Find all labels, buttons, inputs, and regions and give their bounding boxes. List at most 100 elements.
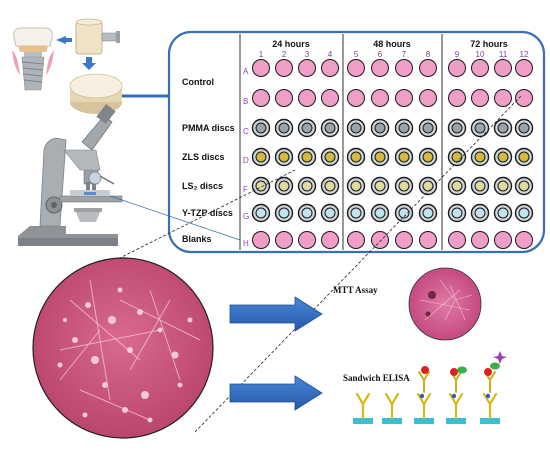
well [321, 59, 339, 77]
well [471, 59, 489, 77]
well [515, 89, 533, 107]
column-number: 5 [354, 50, 359, 59]
well [515, 59, 533, 77]
well [275, 59, 293, 77]
row-label: ZLS discs [182, 152, 225, 162]
ceramic-disc-icon [69, 73, 123, 114]
disc-in-well [350, 122, 362, 134]
disc-in-well [350, 151, 362, 163]
row-letter: G [243, 212, 249, 221]
well [494, 89, 512, 107]
arrow-icon [56, 36, 72, 44]
disc-in-well [474, 151, 486, 163]
row-letter: A [243, 67, 249, 76]
well [371, 89, 389, 107]
well [347, 59, 365, 77]
column-number: 12 [520, 50, 529, 59]
column-number: 10 [476, 50, 485, 59]
detection-antibody [418, 371, 430, 393]
row-letter: C [243, 127, 249, 136]
column-number: 6 [378, 50, 383, 59]
disc-in-well [451, 207, 463, 219]
disc-in-well [422, 207, 434, 219]
disc-in-well [374, 151, 386, 163]
time-header-48h: 48 hours [373, 39, 411, 49]
well [252, 89, 270, 107]
well [252, 231, 270, 249]
well [252, 59, 270, 77]
cell-culture-micrograph [32, 257, 214, 439]
well [494, 59, 512, 77]
well [494, 231, 512, 249]
row-label: PMMA discs [182, 123, 235, 133]
disc-in-well [324, 151, 336, 163]
enzyme-label [450, 368, 458, 376]
well [298, 231, 316, 249]
disc-in-well [255, 180, 267, 192]
microscope-icon [18, 104, 123, 246]
capture-antibody [384, 392, 400, 420]
disc-in-well [422, 180, 434, 192]
disc-in-well [374, 180, 386, 192]
capture-antibody [416, 392, 432, 420]
disc-in-well [398, 122, 410, 134]
signal-star-icon [493, 351, 507, 364]
column-number: 1 [259, 50, 264, 59]
well [419, 89, 437, 107]
row-label: Control [182, 77, 214, 87]
time-header-72h: 72 hours [470, 39, 508, 49]
row-label: LS₂ discs [182, 181, 223, 191]
well [395, 59, 413, 77]
disc-in-well [451, 151, 463, 163]
disc-in-well [278, 151, 290, 163]
zoom-line [55, 169, 296, 291]
disc-in-well [324, 180, 336, 192]
disc-in-well [497, 180, 509, 192]
row-letter: D [243, 156, 249, 165]
capture-antibody [482, 392, 498, 420]
column-number: 11 [499, 50, 508, 59]
arrow-to-elisa [229, 375, 323, 411]
disc-in-well [497, 151, 509, 163]
disc-in-well [497, 207, 509, 219]
well [371, 231, 389, 249]
zoom-line [194, 95, 522, 433]
disc-in-well [398, 151, 410, 163]
row-letter: F [243, 185, 248, 194]
elisa-well-surface [382, 418, 402, 424]
disc-in-well [255, 122, 267, 134]
disc-in-well [324, 207, 336, 219]
zoom-line [109, 195, 241, 241]
arrow-to-mtt [229, 296, 323, 332]
time-header-24h: 24 hours [272, 39, 310, 49]
elisa-well-surface [353, 418, 373, 424]
row-label: Y-TZP discs [182, 208, 233, 218]
well [515, 231, 533, 249]
row-letter: H [243, 239, 249, 248]
disc-in-well [374, 207, 386, 219]
well [419, 231, 437, 249]
disc-in-well [518, 180, 530, 192]
enzyme-label [421, 366, 429, 374]
well [347, 231, 365, 249]
disc-in-well [255, 207, 267, 219]
disc-in-well [301, 122, 313, 134]
disc-in-well [497, 122, 509, 134]
well [321, 89, 339, 107]
column-number: 2 [282, 50, 287, 59]
row-label: Blanks [182, 234, 212, 244]
well [275, 89, 293, 107]
disc-in-well [474, 180, 486, 192]
well [448, 231, 466, 249]
arrow-icon [82, 57, 96, 70]
well [371, 59, 389, 77]
disc-in-well [451, 180, 463, 192]
well [471, 231, 489, 249]
disc-in-well [350, 207, 362, 219]
well [298, 59, 316, 77]
row-letter: B [243, 97, 248, 106]
disc-in-well [374, 122, 386, 134]
disc-in-well [324, 122, 336, 134]
